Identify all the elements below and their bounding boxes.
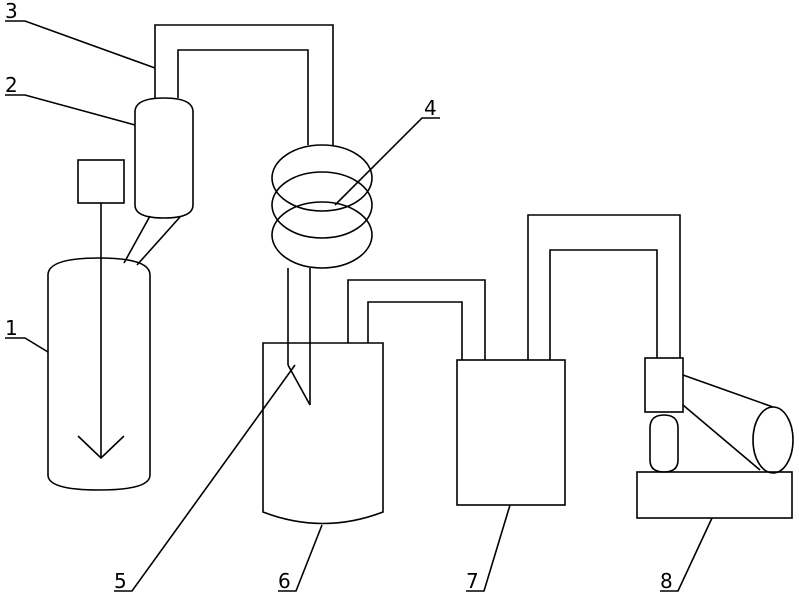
pipe-7-8 [527,214,681,360]
svg-text:6: 6 [278,569,291,593]
unit-7 [456,359,566,506]
label-7: 7 [466,504,511,593]
condenser-2 [123,97,194,266]
label-4: 4 [334,96,440,206]
pipe-6-7 [347,279,486,360]
svg-text:1: 1 [5,316,18,340]
pipe-3 [154,24,334,145]
svg-text:8: 8 [660,569,673,593]
svg-text:5: 5 [114,569,127,593]
label-2: 2 [5,73,136,126]
label-5: 5 [114,364,296,593]
vessel-6 [262,342,384,525]
label-3: 3 [5,0,156,69]
label-6: 6 [278,524,323,593]
dip-tube-5 [287,268,311,406]
pump-unit-8 [636,357,794,519]
svg-text:2: 2 [5,73,18,97]
svg-text:7: 7 [466,569,479,593]
label-8: 8 [660,517,713,593]
stirrer [77,159,125,460]
coil-4 [271,144,373,269]
svg-text:4: 4 [424,96,437,120]
reaction-vessel-1 [47,257,151,491]
svg-text:3: 3 [5,0,18,23]
label-1: 1 [5,316,49,353]
